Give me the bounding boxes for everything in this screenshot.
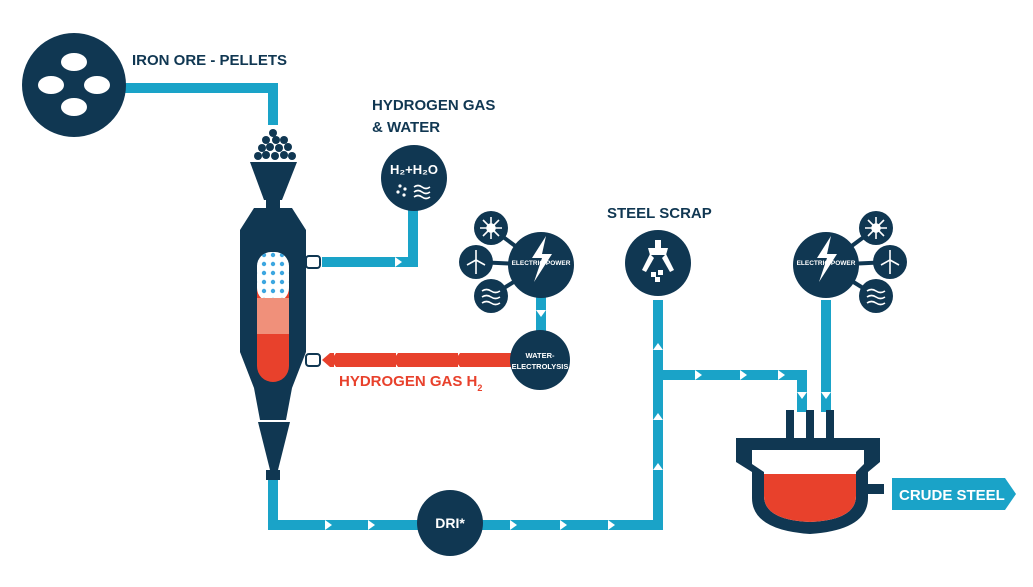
sun-icon: [865, 217, 887, 239]
wind-turbine-icon: [466, 250, 486, 274]
molten-steel: [764, 474, 856, 522]
arrow: [653, 463, 663, 470]
pipes: [112, 83, 831, 530]
molecule-icon: [396, 184, 407, 197]
pipe-arrows: [325, 257, 831, 530]
lightning-icon: [532, 236, 552, 282]
hydrogen-arrow-segment: [331, 353, 396, 367]
dri-node: DRI*: [417, 490, 483, 556]
steel-scrap-label: STEEL SCRAP: [607, 205, 712, 222]
h2-h2o-node: H₂+H₂O: [381, 145, 447, 211]
iron-ore-node: [22, 33, 126, 137]
crude-steel-label: CRUDE STEEL: [899, 487, 1005, 504]
electrode: [826, 410, 834, 438]
electrolysis-label-1: WATER-: [525, 351, 555, 360]
electrode: [806, 410, 814, 438]
electric-power-cluster-2: ELECTRIC POWER: [793, 211, 907, 313]
shaft-furnace: [240, 129, 321, 480]
arrow: [608, 520, 615, 530]
pipe-shaft-to-h2o: [322, 210, 418, 267]
dri-label: DRI*: [435, 515, 465, 531]
waves-icon: [413, 184, 431, 200]
arrow: [510, 520, 517, 530]
arrow: [653, 343, 663, 350]
hydrogen-arrow-segment: [393, 353, 458, 367]
electric-arc-furnace: [736, 410, 884, 534]
electrolysis-node: WATER- ELECTROLYSIS: [510, 330, 570, 390]
arrow: [368, 520, 375, 530]
hydrogen-arrow-segment: [322, 353, 334, 367]
waves-icon: [481, 288, 501, 306]
waves-icon: [866, 288, 886, 306]
arrow: [536, 310, 546, 317]
arrow: [797, 392, 807, 399]
crude-steel-arrow: CRUDE STEEL: [892, 478, 1016, 510]
arrow: [325, 520, 332, 530]
steel-scrap-node: [625, 230, 691, 296]
arrow: [821, 392, 831, 399]
electric-power-label-1: ELECTRIC POWER: [512, 260, 571, 267]
pellet: [61, 53, 87, 71]
arrow: [778, 370, 785, 380]
pellet-pile-icon: [254, 129, 296, 160]
pipe-ore-to-hopper: [112, 83, 278, 125]
hydrogen-water-label-2: & WATER: [372, 119, 440, 136]
arrow: [395, 257, 402, 267]
pellet: [38, 76, 64, 94]
arrow: [560, 520, 567, 530]
scrap-grabber-icon: [642, 240, 674, 282]
hopper: [250, 162, 297, 200]
pellet: [61, 98, 87, 116]
lightning-icon: [817, 236, 837, 282]
electrode: [786, 410, 794, 438]
electric-power-cluster-1: ELECTRIC POWER: [459, 211, 574, 313]
pellet: [84, 76, 110, 94]
sun-icon: [480, 217, 502, 239]
iron-ore-label: IRON ORE - PELLETS: [132, 52, 287, 69]
electrolysis-label-2: ELECTROLYSIS: [512, 362, 569, 371]
wind-turbine-icon: [880, 250, 900, 274]
hydrogen-water-label-1: HYDROGEN GAS: [372, 97, 495, 114]
hydrogen-gas-label: HYDROGEN GAS H2: [339, 373, 482, 393]
arrow: [695, 370, 702, 380]
pipe-scrap-to-furnace: [658, 370, 807, 412]
hydrogen-arrow: [322, 353, 520, 367]
arrow: [740, 370, 747, 380]
pipe-dri: [268, 300, 663, 530]
shaft-cone: [254, 388, 292, 420]
h2-h2o-label: H₂+H₂O: [390, 162, 438, 177]
hydrogen-arrow-segment: [455, 353, 520, 367]
arrow: [653, 413, 663, 420]
electric-power-label-2: ELECTRIC POWER: [797, 260, 856, 267]
